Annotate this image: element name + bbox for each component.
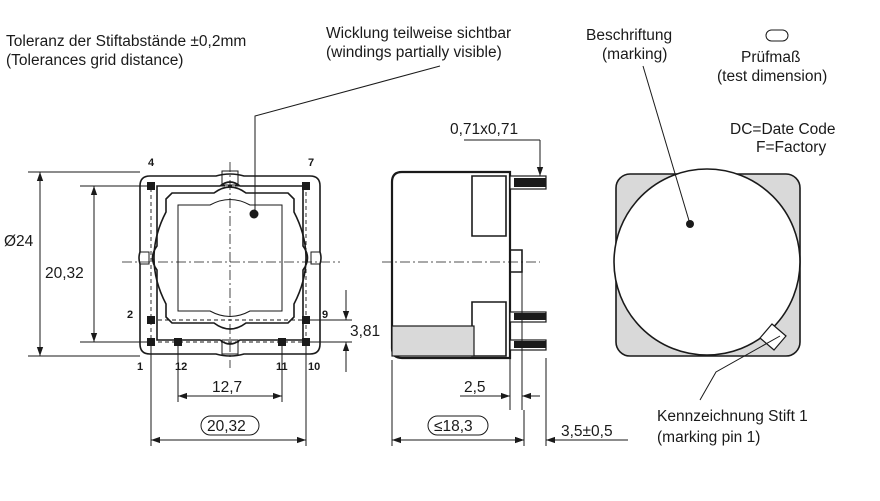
date-code-note: DC=Date Code — [730, 121, 836, 138]
pin-offset-dimension — [460, 272, 540, 410]
pin-length-dimension — [506, 358, 628, 446]
top-view — [613, 168, 801, 357]
pin-label-12: 12 — [175, 361, 187, 373]
pin-label-10: 10 — [308, 361, 320, 373]
tolerance-note-line2: (Tolerances grid distance) — [6, 52, 183, 69]
test-dimension-line1: Prüfmaß — [741, 49, 800, 66]
bottom-view — [122, 162, 340, 368]
depth-value: ≤18,3 — [434, 418, 473, 435]
winding-leader — [254, 65, 441, 214]
winding-note-line1: Wicklung teilweise sichtbar — [326, 25, 511, 42]
side-view — [382, 170, 547, 360]
pin-offset-value: 2,5 — [464, 379, 486, 396]
pin-label-2: 2 — [127, 309, 133, 321]
pin-label-9: 9 — [322, 309, 328, 321]
marking-leader — [642, 65, 691, 225]
outer-width-value: 20,32 — [207, 418, 246, 435]
small-pitch-dimension — [310, 290, 352, 372]
test-dimension-symbol — [765, 29, 789, 42]
winding-note-line2: (windings partially visible) — [326, 44, 502, 61]
pin-label-1: 1 — [137, 361, 143, 373]
diameter-value: Ø24 — [4, 233, 34, 250]
marking-note-line1: Beschriftung — [586, 27, 672, 44]
diameter-dimension — [28, 171, 140, 357]
pin-length-value: 3,5±0,5 — [561, 423, 613, 440]
pin-size-value: 0,71x0,71 — [450, 121, 518, 138]
small-pitch-value: 3,81 — [350, 323, 380, 340]
pin1-note-line1: Kennzeichnung Stift 1 — [657, 408, 808, 425]
pin-size-dimension — [464, 139, 544, 176]
pin-label-4: 4 — [148, 157, 155, 169]
inner-width-dimension — [177, 346, 283, 402]
factory-note: F=Factory — [756, 139, 826, 156]
pin1-note-line2: (marking pin 1) — [657, 429, 760, 446]
pin-label-7: 7 — [308, 157, 314, 169]
vertical-pitch-dimension — [80, 185, 148, 343]
test-dimension-line2: (test dimension) — [717, 68, 827, 85]
inner-width-value: 12,7 — [212, 379, 242, 396]
outer-width-dimension — [150, 346, 307, 446]
pin1-leader — [699, 335, 781, 401]
tolerance-note-line1: Toleranz der Stiftabstände ±0,2mm — [6, 33, 246, 50]
vertical-pitch-value: 20,32 — [45, 265, 84, 282]
depth-dimension — [391, 360, 525, 446]
marking-note-line2: (marking) — [602, 46, 667, 63]
